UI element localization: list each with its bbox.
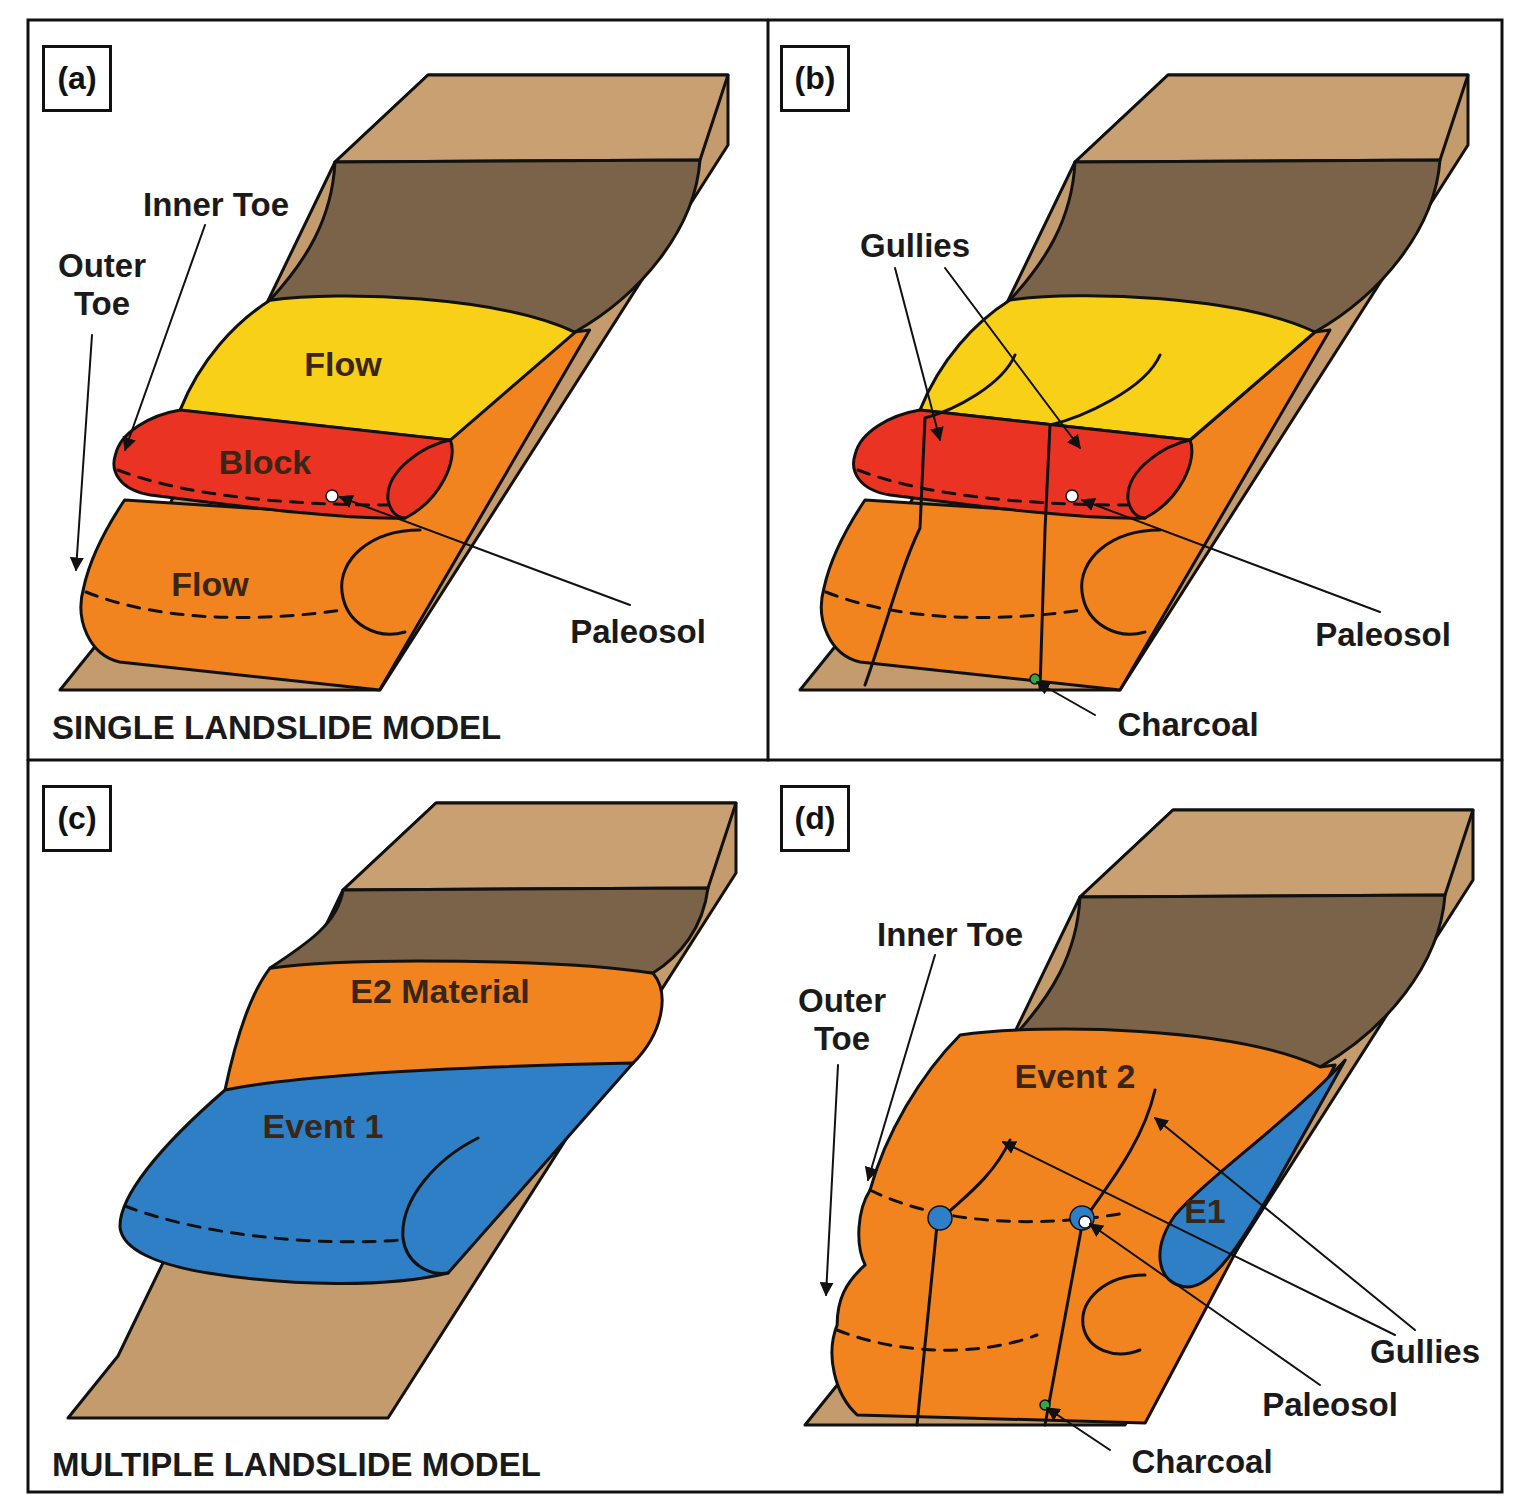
callout-label: Paleosol — [1315, 616, 1451, 654]
callout-label: Outer Toe — [32, 247, 172, 323]
ground-top-face — [335, 75, 728, 162]
region-outline — [81, 330, 590, 690]
ground-top-face — [1075, 75, 1468, 162]
ground-block — [68, 803, 736, 1418]
ground-block — [60, 75, 728, 690]
region-label: Block — [219, 444, 312, 481]
callout-label: Outer Toe — [772, 982, 912, 1058]
figure-frame — [28, 20, 1502, 1492]
panel-letter-box: (c) — [42, 785, 112, 852]
region-outline — [1160, 1060, 1345, 1287]
panel-divider — [28, 759, 1502, 762]
region-shape — [120, 1063, 633, 1284]
leader-line — [76, 335, 92, 570]
leader-line — [945, 268, 1080, 448]
ground-top-face — [343, 803, 736, 890]
callout-label: Gullies — [1370, 1333, 1480, 1371]
panel-group — [826, 440, 1190, 634]
buried-contact — [858, 470, 1128, 505]
block-deposit: Block — [114, 410, 452, 518]
panel-group — [865, 355, 1160, 688]
callout-label: Charcoal — [1117, 706, 1258, 744]
event-deposit: E1 — [1160, 1060, 1345, 1287]
paleosol-exposure — [1070, 1206, 1094, 1230]
paleosol-exposure — [928, 1206, 952, 1230]
flow-lobe-outline — [1082, 530, 1160, 634]
panel-group — [800, 75, 1468, 690]
leader-line — [1082, 500, 1380, 612]
model-caption: SINGLE LANDSLIDE MODEL — [52, 709, 501, 747]
callout-label: Paleosol — [1262, 1386, 1398, 1424]
paleosol-site — [1066, 490, 1078, 502]
block-lobe-outline — [1128, 440, 1190, 518]
callout-label: Gullies — [860, 227, 970, 265]
panel-letter: (c) — [57, 800, 96, 837]
leader-line — [895, 268, 940, 440]
panel-letter-box: (b) — [780, 45, 850, 112]
paleosol-site — [326, 490, 338, 502]
ground-block — [805, 810, 1473, 1425]
block-deposit — [854, 410, 1192, 518]
region-label: E1 — [1184, 1193, 1226, 1230]
panel-group — [805, 810, 1473, 1425]
region-label: Flow — [171, 566, 248, 603]
ground-top-face — [1080, 810, 1473, 897]
region-outline — [832, 1029, 1335, 1423]
panel-letter-box: (a) — [42, 45, 112, 112]
region-label: E2 Material — [350, 973, 530, 1010]
panel-divider — [767, 20, 770, 760]
panel-letter: (b) — [795, 60, 836, 97]
region-label: Event 1 — [263, 1108, 384, 1145]
region-outline — [120, 1063, 633, 1284]
callout-label: Inner Toe — [877, 916, 1023, 954]
panel-group — [60, 75, 728, 690]
leader-line — [826, 1065, 838, 1295]
panel-letter-box: (d) — [780, 785, 850, 852]
gully-line — [865, 355, 1015, 685]
callout-label: Inner Toe — [143, 186, 289, 224]
panel-letter: (d) — [795, 800, 836, 837]
event-deposit: Event 1 — [120, 1063, 633, 1284]
panel-group — [68, 803, 736, 1418]
region-label: Event 2 — [1015, 1058, 1136, 1095]
panel-group — [821, 296, 1330, 690]
region-shape — [1160, 1060, 1345, 1287]
region-label: Flow — [304, 346, 381, 383]
panel-letter: (a) — [57, 60, 96, 97]
ground-block — [800, 75, 1468, 690]
leader-line — [1037, 682, 1095, 715]
paleosol-site — [1079, 1216, 1091, 1228]
model-caption: MULTIPLE LANDSLIDE MODEL — [52, 1446, 541, 1484]
callout-label: Paleosol — [570, 613, 706, 651]
callout-label: Charcoal — [1131, 1443, 1272, 1481]
